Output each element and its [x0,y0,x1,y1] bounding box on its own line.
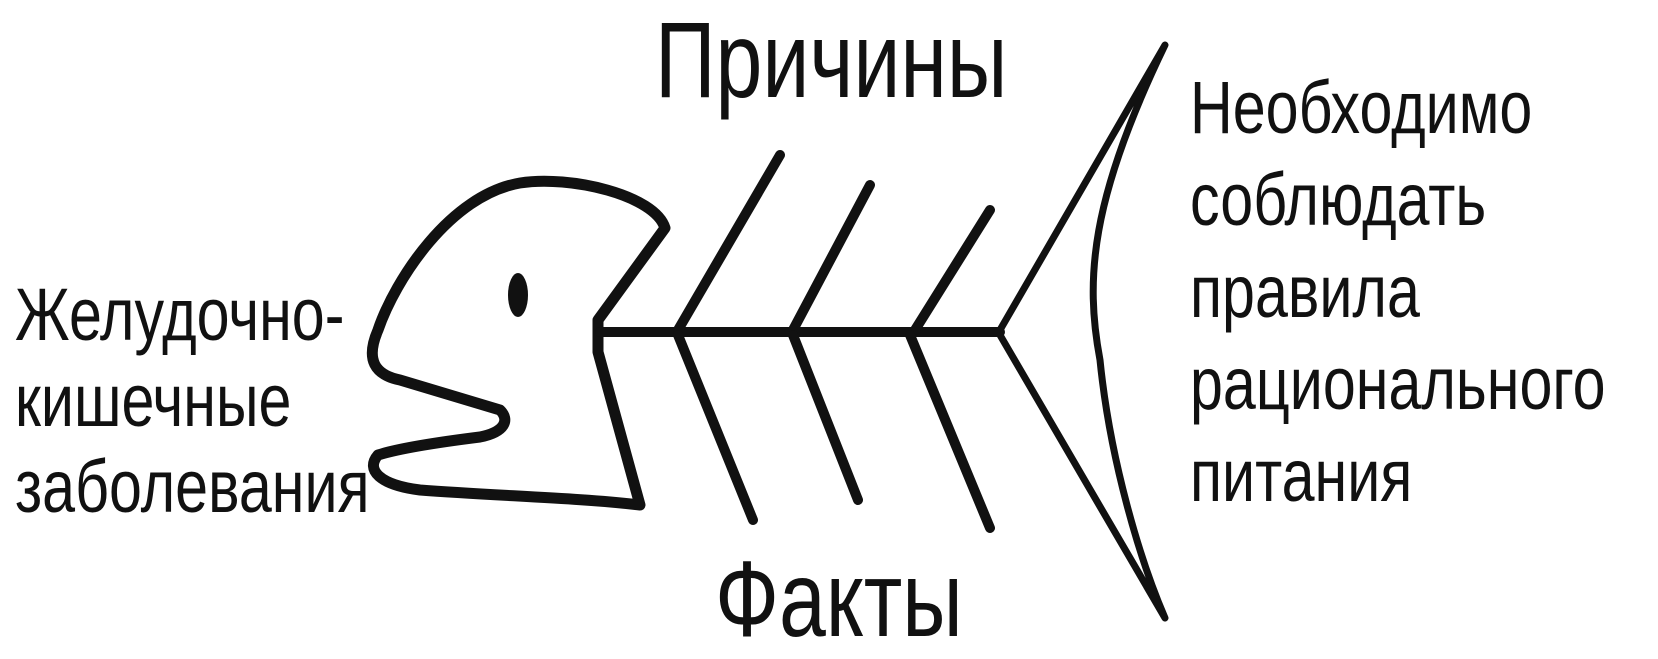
conclusion-line: правила [1190,246,1606,338]
problem-line: Желудочно- [15,272,370,358]
upper-bone-2 [793,185,870,330]
upper-bone-3 [915,210,990,330]
lower-bone-1 [678,335,753,520]
lower-bone-2 [793,335,858,500]
fish-head-outline [372,181,665,505]
conclusion-label: Необходимо соблюдать правила рационально… [1190,62,1606,522]
problem-line: кишечные [15,358,370,444]
lower-bone-3 [910,335,990,528]
conclusion-line: соблюдать [1190,154,1606,246]
upper-bone-1 [678,155,780,330]
fish-eye [508,273,528,317]
conclusion-line: рационального [1190,338,1606,430]
causes-label: Причины [655,6,1007,114]
fish-tail [1000,45,1165,618]
problem-label: Желудочно- кишечные заболевания [15,272,370,530]
conclusion-line: Необходимо [1190,62,1606,154]
problem-line: заболевания [15,444,370,530]
facts-label: Факты [715,545,963,653]
conclusion-line: питания [1190,430,1606,522]
